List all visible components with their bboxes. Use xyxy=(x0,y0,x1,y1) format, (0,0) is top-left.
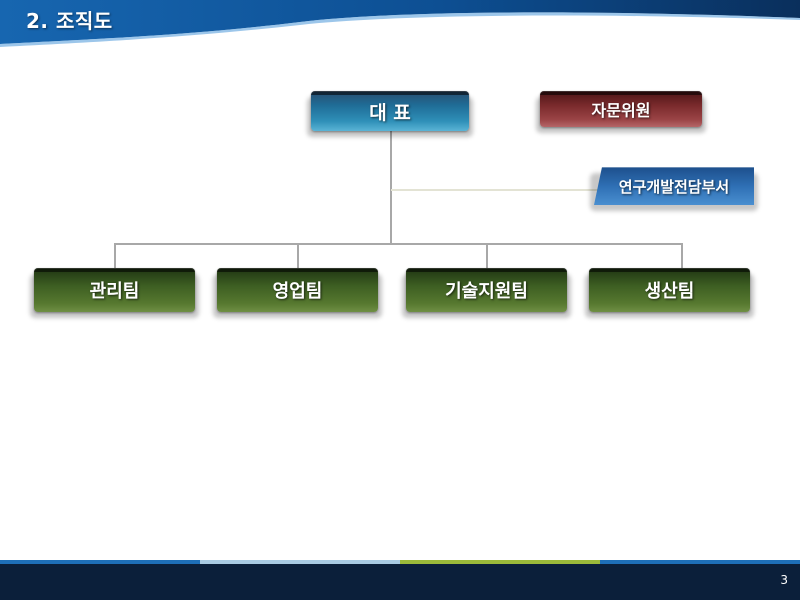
footer-stripe-2 xyxy=(200,560,400,564)
team-label: 생산팀 xyxy=(644,281,695,302)
team-box-admin: 관리팀 xyxy=(30,268,199,318)
page-number: 3 xyxy=(780,573,788,587)
slide-footer: 3 xyxy=(0,560,800,600)
connector-ceo-vertical xyxy=(390,130,392,244)
team-label: 영업팀 xyxy=(272,281,323,302)
rnd-box-face: 연구개발전담부서 xyxy=(594,167,754,205)
team-box-face: 생산팀 xyxy=(589,268,750,312)
ceo-label: 대 표 xyxy=(369,101,411,124)
team-label: 기술지원팀 xyxy=(445,281,528,302)
connector-teams-horizontal xyxy=(114,243,682,245)
advisor-label: 자문위원 xyxy=(591,101,651,120)
advisor-box: 자문위원 xyxy=(536,91,706,133)
box-topbar xyxy=(540,91,702,95)
box-topbar xyxy=(217,268,378,272)
footer-stripe-1 xyxy=(0,560,200,564)
box-topbar xyxy=(34,268,195,272)
team-box-face: 영업팀 xyxy=(217,268,378,312)
connector-rnd-horizontal xyxy=(391,189,601,191)
connector-team-1 xyxy=(114,243,116,269)
connector-team-3 xyxy=(486,243,488,269)
team-box-sales: 영업팀 xyxy=(213,268,382,318)
team-label: 관리팀 xyxy=(89,281,140,302)
team-box-production: 생산팀 xyxy=(585,268,754,318)
ceo-box: 대 표 xyxy=(307,91,473,137)
footer-stripe-4 xyxy=(600,560,800,564)
team-box-face: 관리팀 xyxy=(34,268,195,312)
slide-header: 2. 조직도 xyxy=(0,0,800,50)
ceo-box-face: 대 표 xyxy=(311,91,469,131)
advisor-box-face: 자문위원 xyxy=(540,91,702,127)
team-box-tech-support: 기술지원팀 xyxy=(402,268,571,318)
footer-stripe-3 xyxy=(400,560,600,564)
connector-team-2 xyxy=(297,243,299,269)
team-box-face: 기술지원팀 xyxy=(406,268,567,312)
rnd-box: 연구개발전담부서 xyxy=(590,167,758,211)
box-topbar xyxy=(311,91,469,95)
box-topbar xyxy=(406,268,567,272)
connector-team-4 xyxy=(681,243,683,269)
box-topbar xyxy=(589,268,750,272)
rnd-label: 연구개발전담부서 xyxy=(618,177,730,196)
slide-title: 2. 조직도 xyxy=(26,9,113,33)
